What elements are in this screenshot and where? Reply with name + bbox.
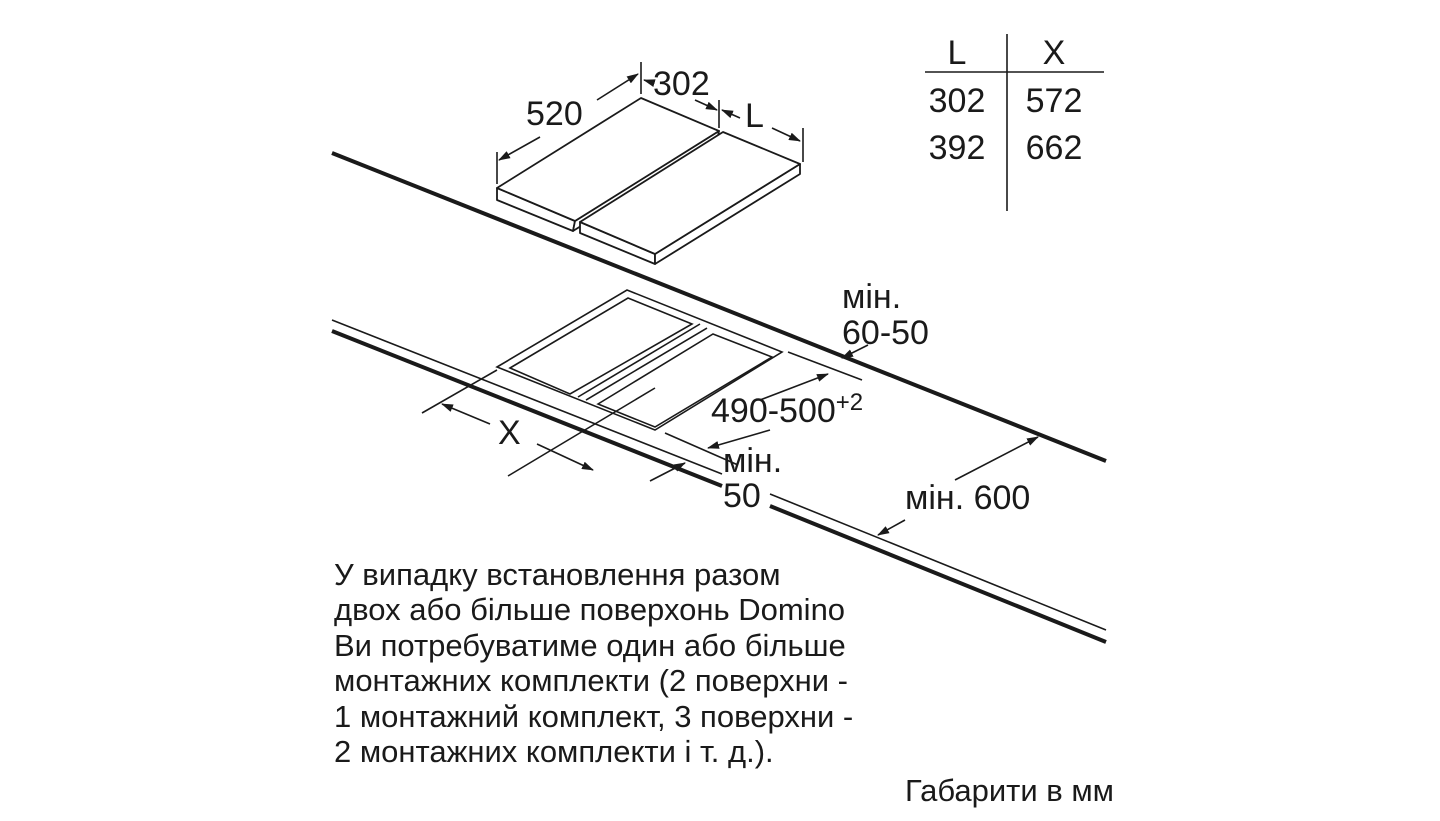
wall-gap-label: мін. (842, 278, 901, 316)
worktop-depth-label: мін. 600 (905, 479, 1030, 517)
note-line: У випадку встановлення разом (334, 557, 781, 592)
units-caption: Габарити в мм (905, 773, 1114, 808)
hob-right (579, 131, 801, 265)
note-line: Ви потребуватиме один або більше (334, 628, 846, 663)
cutout-depth-label: 490-500+2 (711, 389, 863, 430)
front-gap-label: мін. (723, 442, 782, 480)
table-cell: 572 (1026, 82, 1083, 120)
cutout-depth-tolerance: +2 (836, 389, 863, 416)
size-table: L X 302 572 392 662 (925, 34, 1104, 211)
note-line: двох або більше поверхонь Domino (334, 592, 845, 627)
table-cell: 302 (929, 82, 986, 120)
worktop-back-edge (331, 151, 1107, 463)
worktop-front-edge (331, 319, 1107, 644)
cutout (495, 289, 784, 431)
cutout-width-label: X (498, 414, 521, 452)
table-header-l: L (948, 34, 967, 72)
note-line: 2 монтажних комплекти і т. д.). (334, 734, 774, 769)
wall-gap-value: 60-50 (842, 314, 929, 352)
table-cell: 392 (929, 129, 986, 167)
table-cell: 662 (1026, 129, 1083, 167)
width-var-label: L (745, 97, 764, 135)
installation-note: У випадку встановлення разом двох або бі… (334, 557, 853, 769)
note-line: 1 монтажний комплект, 3 поверхни - (334, 699, 853, 734)
dimension-lines-cutout (421, 344, 1039, 536)
note-line: монтажних комплекти (2 поверхни - (334, 663, 848, 698)
table-header-x: X (1043, 34, 1066, 72)
dimension-lines-hob (496, 62, 804, 184)
depth-label: 520 (526, 95, 583, 133)
front-gap-value: 50 (723, 477, 761, 515)
width-fixed-label: 302 (653, 65, 710, 103)
cutout-depth-value: 490-500 (711, 392, 836, 430)
